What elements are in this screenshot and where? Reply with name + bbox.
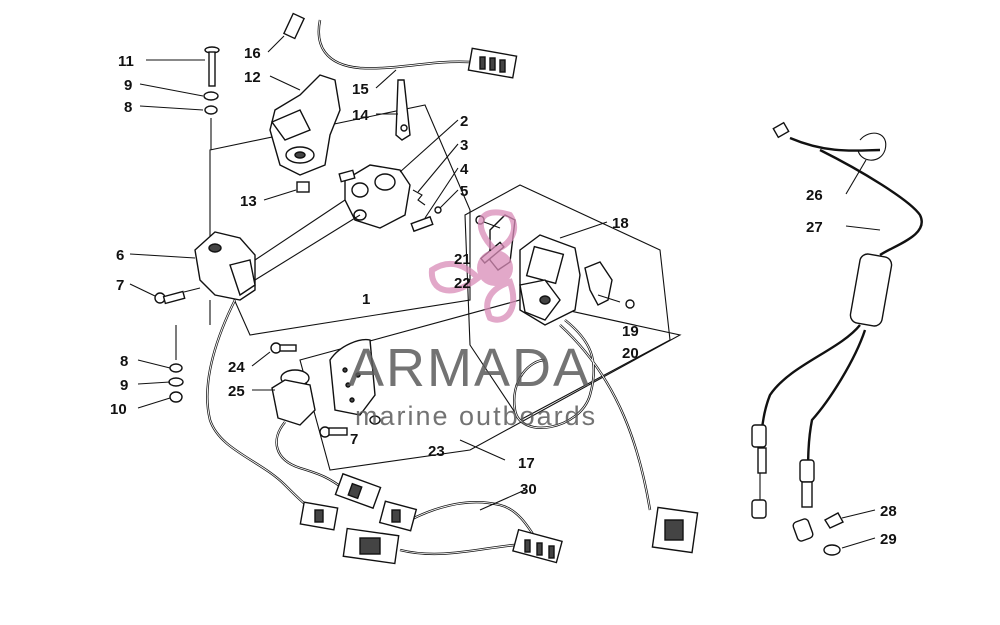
callout-2: 2 [460, 113, 468, 130]
nut-part-10 [169, 391, 183, 403]
screw-part-5 [434, 206, 442, 214]
spacer-part-13 [296, 181, 310, 193]
screw-part-19 [597, 294, 635, 309]
callout-15: 15 [352, 81, 369, 98]
callout-12: 12 [244, 69, 261, 86]
callout-labels: 11 9 8 16 12 15 14 13 2 3 4 5 6 7 1 18 2… [110, 45, 897, 548]
callout-30: 30 [520, 481, 537, 498]
lock-washer-part-9 [203, 91, 219, 101]
harness-connector-c [512, 528, 563, 564]
callout-17: 17 [518, 455, 535, 472]
tag-part-16 [282, 12, 306, 40]
clip-part-14 [395, 79, 411, 141]
callout-14: 14 [352, 107, 369, 124]
callout-24: 24 [228, 359, 245, 376]
callout-22: 22 [454, 275, 471, 292]
callout-5: 5 [460, 183, 468, 200]
callout-7a: 7 [116, 277, 124, 294]
harness-connector-a [378, 500, 418, 532]
bolt-part-11 [204, 46, 220, 87]
callout-20: 20 [622, 345, 639, 362]
watermark-logo [428, 209, 517, 323]
washer-part-8 [204, 105, 218, 115]
callout-6: 6 [116, 247, 124, 264]
callout-13: 13 [240, 193, 257, 210]
harness-connector-b [342, 527, 400, 565]
callout-16: 16 [244, 45, 261, 62]
watermark-tagline: marine outboards [355, 401, 597, 431]
cable-part-26 [772, 121, 887, 161]
lanyard-wire-part-15 [317, 19, 471, 70]
ring-part-29 [823, 544, 841, 556]
callout-4: 4 [460, 161, 469, 178]
washer-part-8b [169, 363, 183, 373]
callout-3: 3 [460, 137, 468, 154]
callout-25: 25 [228, 383, 245, 400]
callout-19: 19 [622, 323, 639, 340]
callout-1: 1 [362, 291, 370, 308]
button-part-25 [271, 369, 316, 426]
screw-part-24 [270, 342, 297, 354]
switch-body-part-2 [338, 164, 411, 229]
screw-part-7a [154, 290, 186, 305]
connector-right [651, 506, 699, 554]
callout-11: 11 [118, 53, 134, 70]
callout-9a: 9 [124, 77, 132, 94]
callout-18: 18 [612, 215, 629, 232]
key-part-20 [584, 261, 613, 306]
lever-bracket-part-12 [269, 74, 341, 176]
callout-8b: 8 [120, 353, 128, 370]
callout-7b: 7 [350, 431, 358, 448]
screw-part-7b [319, 426, 348, 438]
watermark-brand: ARMADA [348, 338, 591, 398]
connector-top [467, 47, 518, 79]
housing-part-6 [194, 231, 256, 301]
ignition-switch-part-18 [519, 234, 581, 326]
connector-mid [334, 472, 382, 510]
assembly-outline-23 [299, 299, 682, 471]
callout-9b: 9 [120, 377, 128, 394]
callout-10: 10 [110, 401, 127, 418]
gauge-plate-part-23 [329, 338, 376, 416]
callout-28: 28 [880, 503, 897, 520]
clip-part-28 [824, 512, 844, 529]
callout-27: 27 [806, 219, 823, 236]
spring-part-3 [412, 189, 426, 206]
leader-lines [129, 35, 881, 549]
lock-washer-part-9b [168, 377, 184, 387]
callout-23: 23 [428, 443, 445, 460]
callout-26: 26 [806, 187, 823, 204]
callout-8a: 8 [124, 99, 132, 116]
contact-part-4 [410, 215, 434, 233]
callout-29: 29 [880, 531, 897, 548]
connector-left [299, 501, 339, 531]
cable-part-27 [751, 148, 923, 542]
callout-21: 21 [454, 251, 471, 268]
